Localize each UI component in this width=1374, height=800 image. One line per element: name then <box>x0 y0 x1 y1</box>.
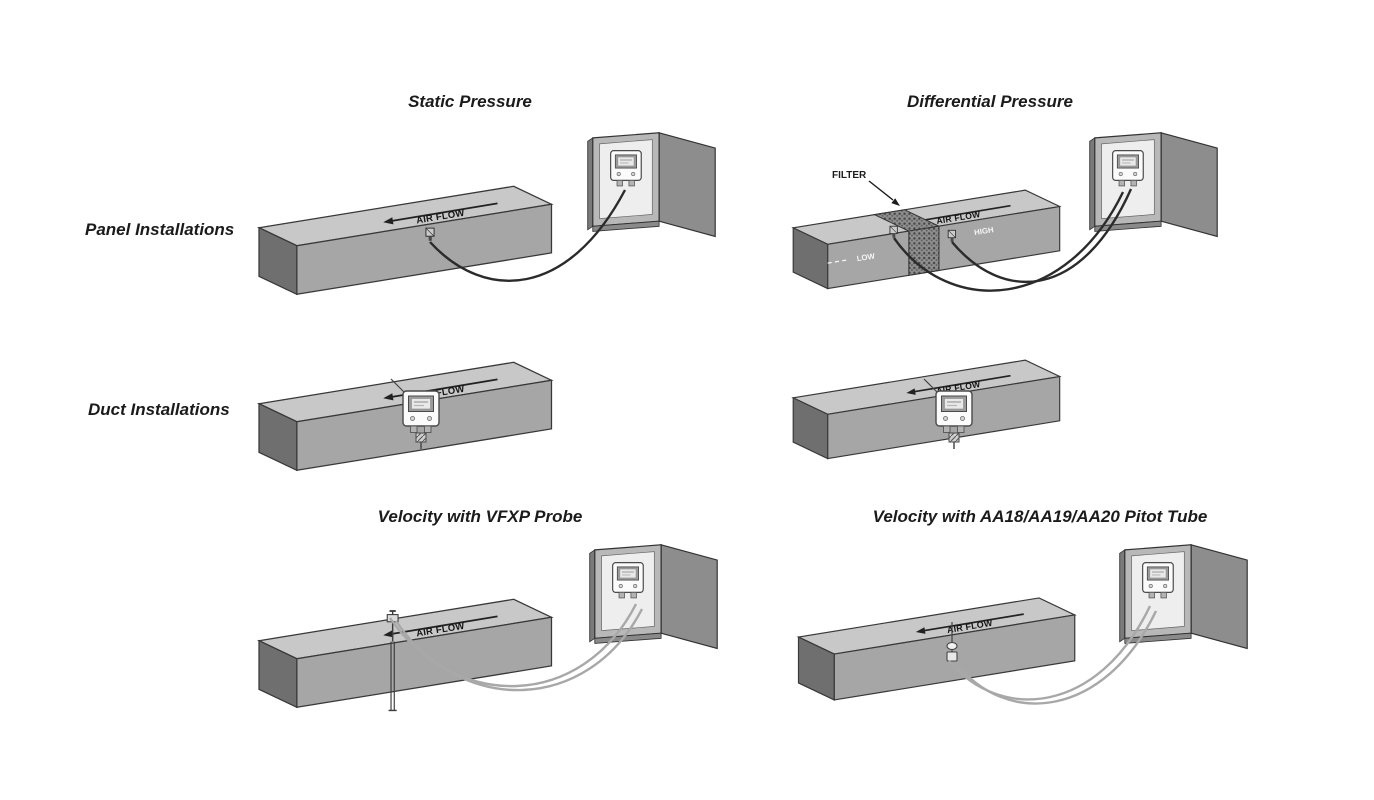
duct-velocity-pitot <box>797 597 1076 701</box>
cell-differential-panel: LOW HIGH <box>792 189 1061 290</box>
pitot-tube-assembly <box>946 622 958 662</box>
transmitter-on-duct <box>402 390 440 434</box>
filter-pointer-line <box>868 180 894 201</box>
duct-mounted-transmitter-static <box>390 378 440 449</box>
pitot-flange-disc <box>946 641 958 651</box>
conduit-fitting <box>948 432 960 443</box>
high-label: HIGH <box>974 225 995 237</box>
cell-velocity-pitot <box>797 597 1076 701</box>
pressure-tube-static <box>429 189 627 282</box>
pitot-fitting <box>946 651 958 662</box>
filter-label: FILTER <box>832 170 867 181</box>
mounting-stem <box>390 378 407 395</box>
header-differential-pressure: Differential Pressure <box>907 92 1073 111</box>
panel-velocity-vfxp <box>590 545 718 649</box>
velocity-tube-vfxp-2 <box>395 608 644 692</box>
velocity-tube-pitot-1 <box>948 605 1152 701</box>
velocity-tube-pitot-2 <box>955 610 1158 705</box>
duct-velocity-vfxp <box>258 598 553 709</box>
header-static-pressure: Static Pressure <box>408 92 532 111</box>
duct-static-panel <box>258 185 553 296</box>
conduit-fitting <box>415 432 427 443</box>
mounting-stem <box>923 378 940 395</box>
pressure-tube-high <box>951 188 1133 284</box>
header-velocity-vfxp: Velocity with VFXP Probe <box>377 507 583 526</box>
row-label-panel-installations: Panel Installations <box>85 220 235 239</box>
panel-differential <box>1090 133 1218 237</box>
header-velocity-pitot: Velocity with AA18/AA19/AA20 Pitot Tube <box>872 507 1208 526</box>
cell-differential-duct <box>792 359 1061 460</box>
pressure-tube-low <box>893 191 1125 292</box>
row-label-duct-installations: Duct Installations <box>88 400 230 419</box>
duct-differential-duct <box>792 359 1061 460</box>
cell-velocity-vfxp <box>258 598 553 712</box>
low-side-dashed-line <box>827 259 850 264</box>
duct-mounted-transmitter-differential <box>923 378 973 449</box>
cell-static-panel <box>258 185 553 296</box>
low-label: LOW <box>856 251 876 263</box>
transmitter-on-duct <box>935 390 973 434</box>
filter-pointer-arrowhead <box>891 198 900 206</box>
panel-velocity-pitot <box>1120 545 1248 649</box>
